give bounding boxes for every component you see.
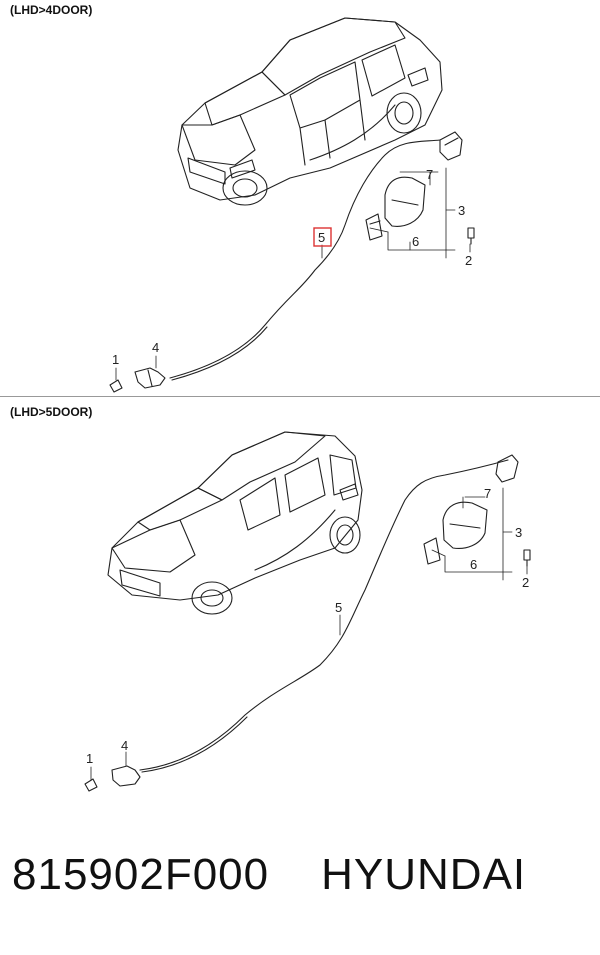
fuel-door-5door [442, 501, 488, 549]
footer-caption: 815902F000 HYUNDAI [12, 850, 592, 900]
callout-5-bottom: 5 [335, 600, 342, 615]
callout-5-top: 5 [318, 230, 325, 245]
parts-diagram: 7 3 5 6 2 1 4 7 3 5 6 2 1 4 [84, 17, 531, 792]
section-divider [0, 396, 600, 397]
fuel-door-4door [384, 176, 426, 227]
hinge-6-4door [365, 213, 383, 241]
callout-6-bottom: 6 [470, 557, 477, 572]
release-cable-5door [139, 459, 509, 773]
callout-4-top: 4 [152, 340, 159, 355]
brand-name: HYUNDAI [321, 850, 527, 899]
callout-7-bottom: 7 [484, 486, 491, 501]
sedan-car-illustration [177, 17, 443, 206]
bolt-2-4door [467, 227, 475, 245]
hinge-6-5door [423, 537, 441, 565]
release-cable-4door [169, 139, 441, 381]
fuel-filler-housing-4door [439, 131, 463, 161]
part-number: 815902F000 [12, 850, 270, 899]
bolt-1-4door [109, 379, 123, 393]
callout-2-top: 2 [465, 253, 472, 268]
callout-3-top: 3 [458, 203, 465, 218]
callout-4-bottom: 4 [121, 738, 128, 753]
callout-6-top: 6 [412, 234, 419, 249]
bolt-2-5door [523, 549, 531, 567]
lever-4-4door [134, 367, 166, 389]
callout-3-bottom: 3 [515, 525, 522, 540]
highlight-box [313, 227, 332, 247]
bolt-1-5door [84, 778, 98, 792]
callout-2-bottom: 2 [522, 575, 529, 590]
callout-7-top: 7 [426, 167, 433, 182]
hatchback-car-illustration [107, 431, 363, 615]
section-title-5door: (LHD>5DOOR) [10, 405, 93, 419]
callout-1-bottom: 1 [86, 751, 93, 766]
callout-1-top: 1 [112, 352, 119, 367]
fuel-filler-housing-5door [495, 454, 519, 483]
section-title-4door: (LHD>4DOOR) [10, 3, 93, 17]
lever-4-5door [111, 765, 141, 787]
